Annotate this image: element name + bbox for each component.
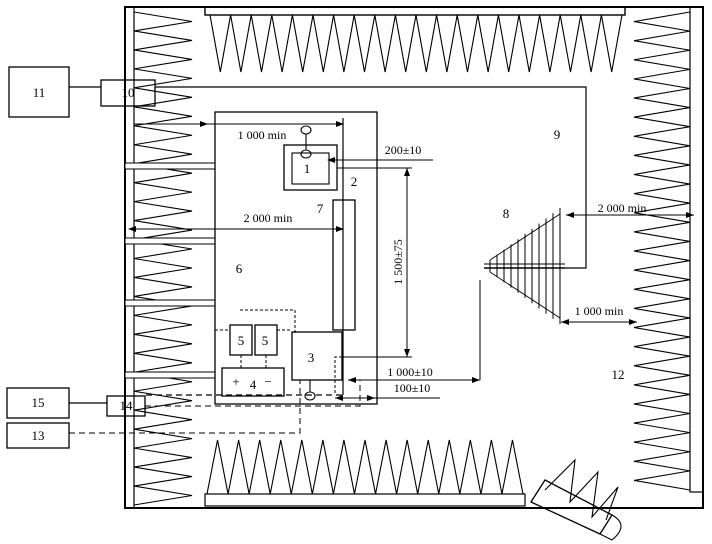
- battery-plus: +: [232, 374, 239, 389]
- label-8: 8: [503, 206, 510, 221]
- battery-minus: −: [264, 374, 271, 389]
- antenna-outline-bottom: [489, 271, 561, 319]
- feedthrough-1: [124, 162, 216, 170]
- device-3: [291, 331, 343, 381]
- box-11: [8, 66, 70, 118]
- svg-text:1 000 min: 1 000 min: [575, 304, 624, 318]
- wiring-13: [69, 380, 301, 434]
- label-14: 14: [120, 398, 134, 413]
- svg-text:1 500±75: 1 500±75: [391, 239, 405, 285]
- svg-text:1 000±10: 1 000±10: [387, 365, 433, 379]
- battery-4: [221, 367, 285, 397]
- dimension-1000-10: 1 000±10: [348, 280, 481, 383]
- label-10: 10: [122, 85, 135, 100]
- svg-text:100±10: 100±10: [394, 381, 431, 395]
- dut-inner: [291, 152, 330, 185]
- ceiling-absorber-base: [204, 6, 626, 16]
- dimension-100-10: 100±10: [335, 381, 440, 401]
- left-absorber-base: [124, 6, 135, 509]
- svg-text:2 000 min: 2 000 min: [598, 201, 647, 215]
- dimension-1000-min-right: 1 000 min: [561, 304, 637, 325]
- absorber-cones: [133, 11, 691, 506]
- antenna-outline-top: [489, 213, 561, 261]
- label-13: 13: [32, 428, 45, 443]
- floor-cones: [206, 439, 524, 495]
- svg-text:1 000 min: 1 000 min: [238, 128, 287, 142]
- antenna-cable: [155, 86, 587, 269]
- label-4: 4: [250, 377, 257, 392]
- dimension-1500: 1 500±75: [337, 167, 412, 358]
- label-6: 6: [236, 261, 243, 276]
- right-wall-cones: [633, 11, 691, 491]
- label-9: 9: [554, 127, 561, 142]
- feedthrough-2: [124, 237, 216, 245]
- label-2: 2: [351, 174, 358, 189]
- log-periodic-antenna: [484, 208, 565, 324]
- wiring-3-ground: [334, 356, 342, 395]
- harness-7: [332, 199, 356, 331]
- label-12: 12: [612, 367, 625, 382]
- label-11: 11: [33, 85, 46, 100]
- wiring-14: [145, 380, 361, 407]
- corner-absorber: [530, 458, 622, 541]
- label-3: 3: [308, 350, 315, 365]
- svg-text:2 000 min: 2 000 min: [244, 211, 293, 225]
- right-absorber-base: [689, 6, 704, 493]
- floor-absorber-base: [204, 493, 526, 507]
- svg-text:200±10: 200±10: [385, 143, 422, 157]
- dut-connector-top: [300, 125, 312, 135]
- dimension-1000-min-top: 1 000 min: [134, 121, 344, 142]
- left-wall-cones: [133, 11, 193, 506]
- dut-connector: [300, 149, 312, 159]
- label-5a: 5: [238, 333, 245, 348]
- dimension-2000-min-right: 2 000 min: [566, 201, 694, 218]
- dimension-200: 200±10: [327, 143, 433, 163]
- dimension-2000-min-left: 2 000 min: [128, 211, 344, 232]
- box-10: [100, 79, 156, 107]
- device-3-connector: [304, 391, 316, 401]
- feedthrough-3: [124, 299, 216, 307]
- label-5b: 5: [262, 333, 269, 348]
- test-table: [214, 111, 378, 405]
- label-1: 1: [304, 161, 311, 176]
- box-13: [6, 422, 70, 449]
- label-15: 15: [32, 395, 45, 410]
- ceiling-cones: [209, 14, 623, 73]
- wiring-5-3: [240, 309, 296, 333]
- label-7: 7: [317, 201, 324, 216]
- feedthrough-4: [124, 371, 216, 379]
